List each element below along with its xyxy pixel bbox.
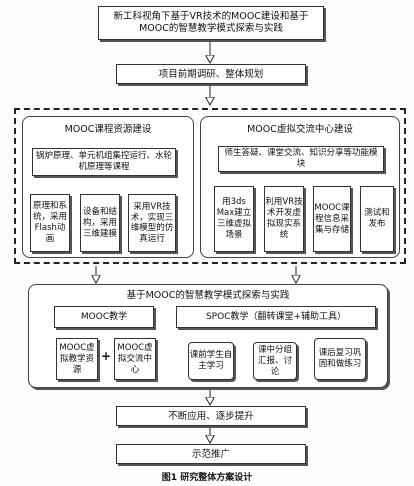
research-planning-label: 项目前期调研、整体规划 xyxy=(158,68,264,80)
plus-sign: + xyxy=(100,349,112,363)
project-title: 新工科视角下基于VR技术的MOOC建设和基于MOOC的智慧教学模式探索与实践 xyxy=(113,11,309,34)
step-info-collection: MOOC课程信息采集与存储 xyxy=(313,186,351,252)
figure-caption: 图1 研究整体方案设计 xyxy=(161,473,253,483)
mooc-teaching-label: MOOC教学 xyxy=(54,306,154,328)
spoc-teaching-label: SPOC教学（翻转课堂+辅助工具） xyxy=(176,306,376,328)
research-planning-box: 项目前期调研、整体规划 xyxy=(116,64,306,84)
method-vr-simulation: 采用VR技术，实现三维模型的仿真运行 xyxy=(128,194,176,252)
method-3d-modeling: 设备和结构，采用三维建模 xyxy=(80,194,120,252)
mooc-resource-topics: 锅炉原理、单元机组集控运行、水轮机原理等课程 xyxy=(32,148,176,176)
step-3dsmax-scene: 用3ds Max建立三维虚拟场景 xyxy=(214,186,254,252)
project-title-box: 新工科视角下基于VR技术的MOOC建设和基于MOOC的智慧教学模式探索与实践 xyxy=(98,6,324,40)
spoc-before-class: 课前学生自主学习 xyxy=(188,342,234,380)
smart-teaching-title: 基于MOOC的智慧教学模式探索与实践 xyxy=(126,290,290,301)
mooc-virtual-functions: 师生答疑、课堂交流、知识分享等功能模块 xyxy=(218,146,384,172)
step-vr-system: 利用VR技术开发虚拟现实系统 xyxy=(264,186,304,252)
step-test-publish: 测试和发布 xyxy=(360,186,394,252)
mooc-virtual-title: MOOC虚拟交流中心建设 xyxy=(247,124,353,135)
spoc-after-class: 课后复习巩固和做练习 xyxy=(314,338,366,380)
continuous-improvement-box: 不断应用、逐步提升 xyxy=(116,406,306,426)
mooc-resource-title: MOOC课程资源建设 xyxy=(64,124,152,135)
mooc-exchange-center: MOOC虚拟交流中心 xyxy=(114,338,156,380)
spoc-in-class: 课中分组汇报、讨论 xyxy=(253,342,297,380)
mooc-virtual-resource: MOOC虚拟教学资源 xyxy=(56,338,98,380)
construction-region xyxy=(14,108,406,264)
demonstration-box: 示范推广 xyxy=(116,444,306,464)
method-flash-animation: 原理和系统，采用Flash动画 xyxy=(30,194,70,252)
